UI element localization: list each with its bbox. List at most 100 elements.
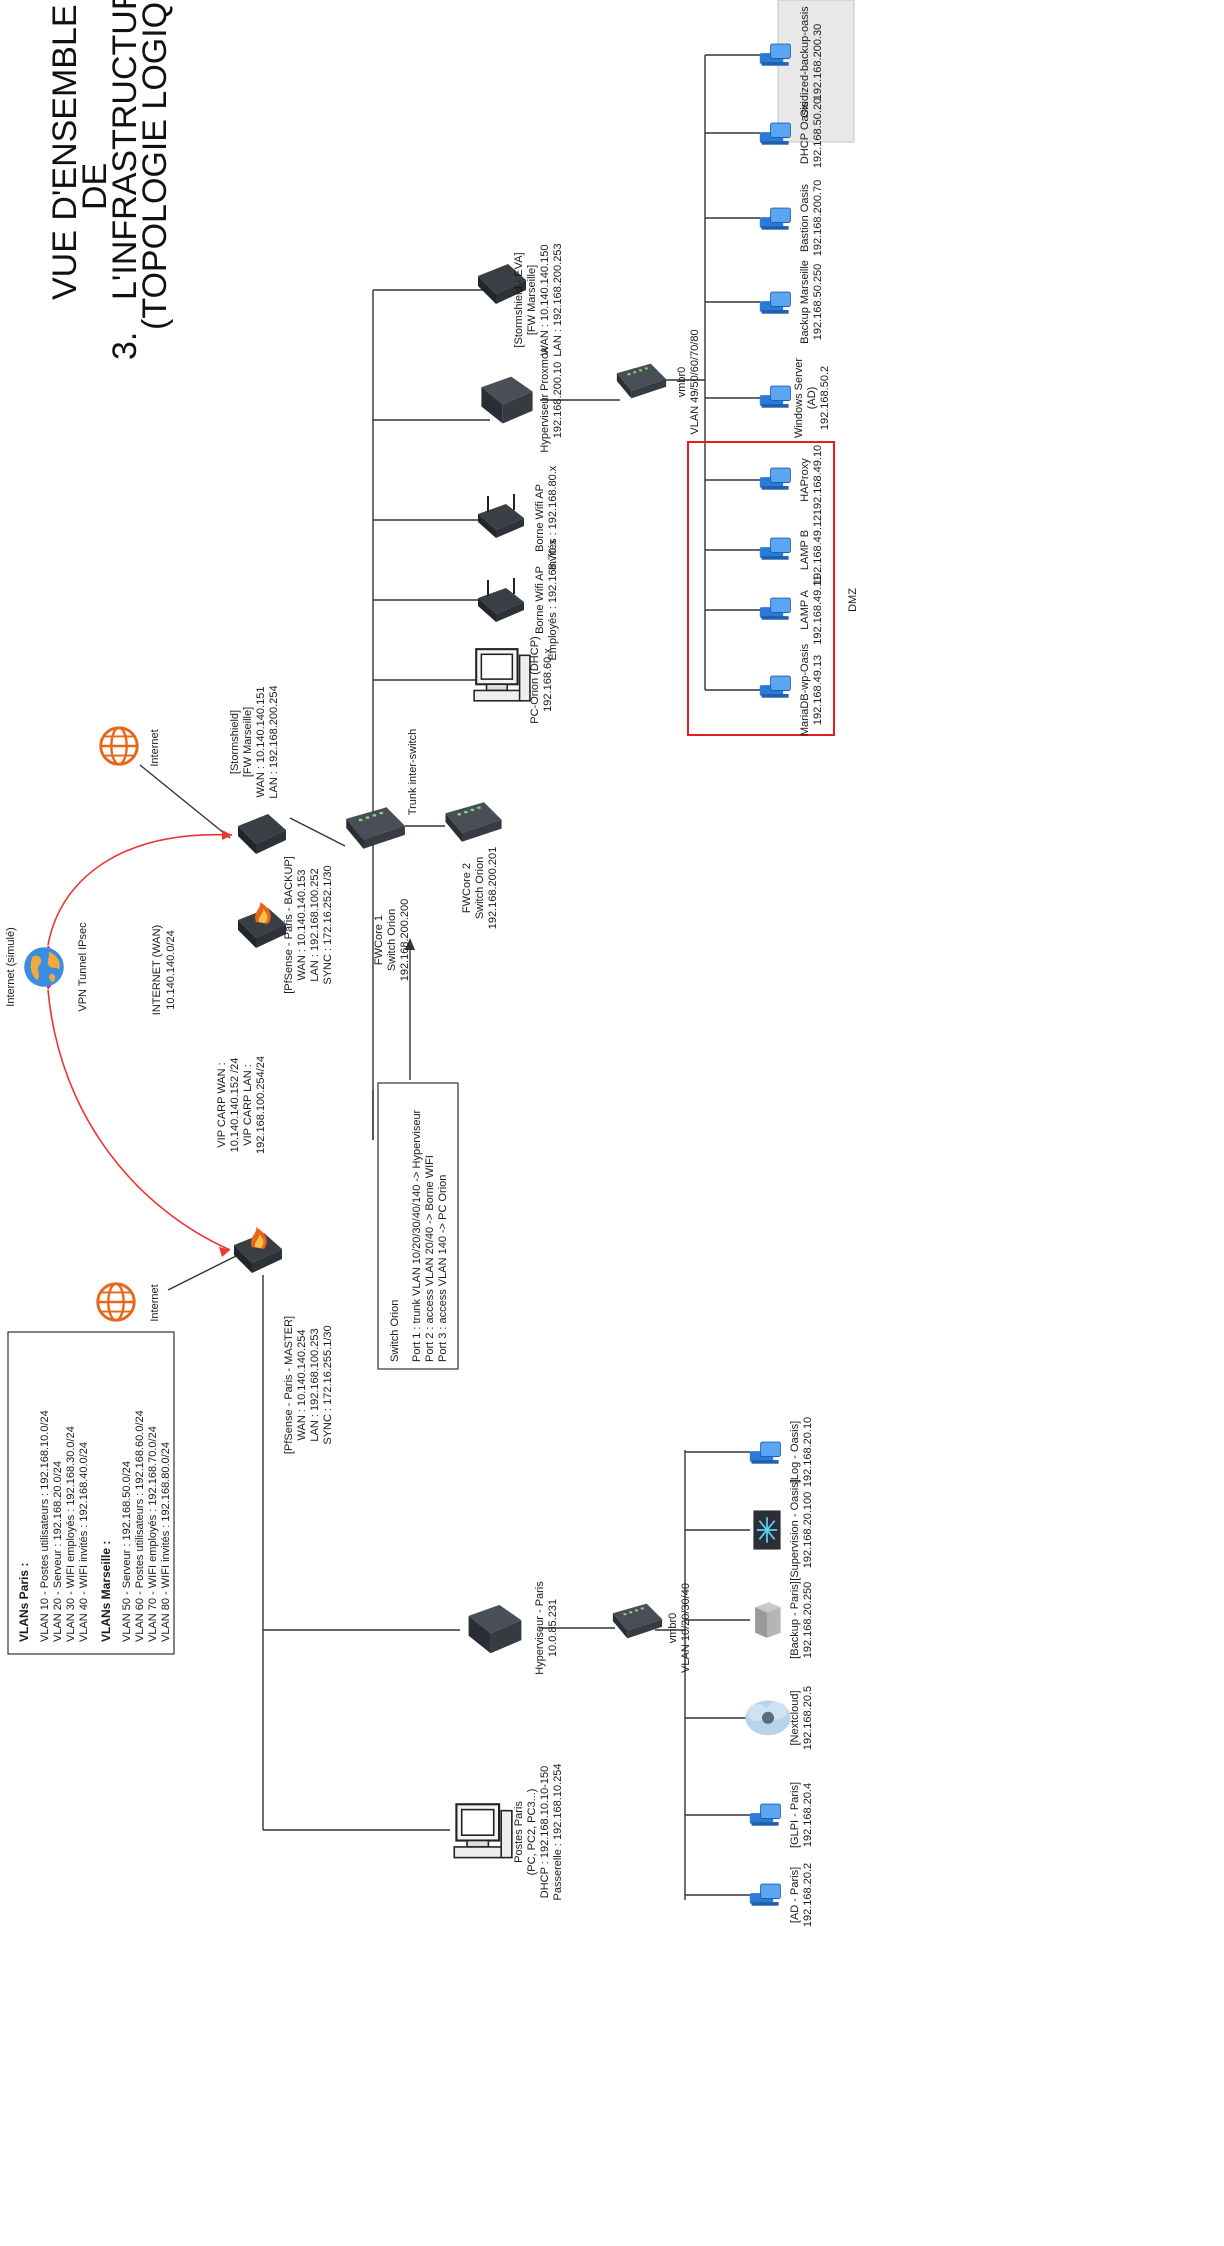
postes-paris-label: Postes Paris (PC, PC2, PC3...) DHCP : 19… (513, 1764, 564, 1901)
pfm-line-2: WAN : 10.140.140.254 (296, 1330, 308, 1441)
vmbr0-paris-icon (613, 1604, 662, 1639)
srv-name: MariaDB-wp-Oasis (799, 643, 811, 736)
backup-server-icon (755, 1602, 781, 1638)
page-title: 3. VUE D'ENSEMBLE DE L'INFRASTRUCTURE (T… (46, 0, 174, 360)
pfb-line-2: WAN : 10.140.140.153 (296, 870, 308, 981)
trunk-label: Trunk inter-switch (407, 729, 419, 815)
srv-name: Backup Marseille (799, 260, 811, 344)
vip-line-3: VIP CARP LAN : (242, 1064, 254, 1146)
server-icon (760, 44, 791, 66)
vlan-paris-item: VLAN 30 - WIFI employés : 192.168.30.0/2… (65, 1426, 77, 1642)
srv-ip: 192.168.20.250 (802, 1582, 814, 1658)
hyp-paris-label: Hyperviseur - Paris 10.0.85.231 (534, 1581, 559, 1675)
sse-line-2: [FW Marseille] (526, 265, 538, 335)
server-label: MariaDB-wp-Oasis 192.168.49.13 (799, 643, 824, 736)
ssm-line-1: [Stormshield] (229, 710, 241, 774)
vlan-marseille-item: VLAN 70 - WIFI employés : 192.168.70.0/2… (147, 1426, 159, 1642)
srv-role: (AD) (806, 387, 818, 410)
stormshield-marseille-label: [Stormshield] [FW Marseille] WAN : 10.14… (229, 685, 280, 798)
pp-line-3: DHCP : 192.168.10.10-150 (539, 1766, 551, 1899)
srv-ip: 192.168.200.30 (812, 24, 824, 100)
srv-name: [Supervision - Oasis] (789, 1479, 801, 1580)
vmbr0-paris-label: vmbr0 VLAN 10/20/30/40 (667, 1583, 692, 1673)
vlan-paris-item: VLAN 20 - Serveur : 192.168.20.0/24 (52, 1461, 64, 1642)
wan-title: INTERNET (WAN) (151, 925, 163, 1015)
sse-line-3: WAN : 10.140.140.150 (539, 245, 551, 356)
paris-servers: [AD - Paris] 192.168.20.2 [GLPI - Paris]… (745, 1417, 814, 1927)
srv-ip: 192.168.200.70 (812, 180, 824, 256)
server-label: [AD - Paris] 192.168.20.2 (789, 1863, 814, 1927)
pfsense-backup-icon (238, 902, 286, 948)
server-icon (760, 123, 791, 145)
server-icon (760, 676, 791, 698)
vip-line-1: VIP CARP WAN : (216, 1062, 228, 1147)
fwcore2-label: FWCore 2 Switch Orion 192.168.200.201 (461, 847, 499, 930)
vlan-paris-item: VLAN 40 - WIFI invités : 192.168.40.0/24 (78, 1442, 90, 1642)
b1-line-1: Borne Wifi AP (534, 566, 546, 634)
fwc1-line-3: 192.168.200.200 (399, 899, 411, 982)
dmz-label: DMZ (847, 588, 859, 612)
switch-box-title: Switch Orion (389, 1300, 401, 1362)
srv-ip: 192.168.50.2 (819, 366, 831, 430)
srv-name: HAProxy (799, 458, 811, 502)
vpn-label: VPN Tunnel IPsec (77, 922, 89, 1012)
pfm-line-4: SYNC : 172.16.255.1/30 (322, 1325, 334, 1444)
hyp-proxmox-label: Hyperviseur Proxmox 192.168.200.10 (539, 347, 564, 453)
borne-wifi-employes-icon (478, 578, 524, 622)
vmbr0-marseille-icon (617, 364, 666, 399)
server-icon (760, 538, 791, 560)
srv-ip: 192.168.20.2 (802, 1863, 814, 1927)
internet-left-label: Internet (149, 1284, 161, 1321)
vip-line-4: 192.168.100.254/24 (255, 1056, 267, 1154)
hpm-line-1: Hyperviseur Proxmox (539, 347, 551, 453)
server-label: Bastion Oasis 192.168.200.70 (799, 180, 824, 256)
server-icon (760, 386, 791, 408)
srv-ip: 192.168.20.100 (802, 1492, 814, 1568)
internet-left-icon (98, 1284, 134, 1320)
wan-label: INTERNET (WAN) 10.140.140.0/24 (151, 925, 177, 1015)
srv-ip: 192.168.49.10 (812, 445, 824, 515)
ssm-line-2: [FW Marseille] (242, 707, 254, 777)
pfm-line-1: [PfSense - Paris - MASTER] (283, 1316, 295, 1454)
vmp-line-1: vmbr0 (667, 1613, 679, 1644)
hp-line-2: 10.0.85.231 (547, 1599, 559, 1657)
hyperviseur-paris-icon (469, 1605, 522, 1653)
ssm-line-4: LAN : 192.168.200.254 (268, 685, 280, 798)
server-label: Windows Server (AD) 192.168.50.2 (793, 358, 831, 438)
server-icon (750, 1804, 781, 1826)
vmbr0-marseille-label: vmbr0 VLAN 49/50/60/70/80 (676, 329, 701, 434)
sse-line-1: [Stormshield - EVA] (513, 252, 525, 347)
pfb-line-1: [PfSense - Paris - BACKUP] (283, 856, 295, 994)
srv-name: Bastion Oasis (799, 184, 811, 252)
srv-ip: 192.168.20.10 (802, 1417, 814, 1487)
fwc2-line-1: FWCore 2 (461, 863, 473, 913)
fwc2-line-2: Switch Orion (474, 857, 486, 919)
srv-ip: 192.168.49.12 (812, 515, 824, 585)
pp-line-1: Postes Paris (513, 1801, 525, 1863)
vmm-line-2: VLAN 49/50/60/70/80 (689, 329, 701, 434)
server-icon (750, 1884, 781, 1906)
server-label: [GLPI - Paris] 192.168.20.4 (789, 1782, 814, 1848)
vlan-paris-title: VLANs Paris : (17, 1563, 31, 1642)
fwcore1-switch-icon (346, 807, 405, 848)
switch-box-port: Port 2 : access VLAN 20/40 -> Borne WIFI (424, 1155, 436, 1362)
server-label: LAMP B 192.168.49.12 (799, 515, 824, 585)
switch-box-port: Port 3 : access VLAN 140 -> PC Orion (437, 1175, 449, 1362)
srv-name: [AD - Paris] (789, 1867, 801, 1923)
pco-line-1: PC-Orion (DHCP) (529, 636, 541, 723)
pfsense-backup-label: [PfSense - Paris - BACKUP] WAN : 10.140.… (283, 856, 334, 994)
srv-name: [Log - Oasis] (789, 1421, 801, 1483)
sse-line-4: LAN : 192.168.200.253 (552, 243, 564, 356)
b2-line-2: Invités : 192.168.80.x (547, 465, 559, 570)
hyperviseur-proxmox-icon (481, 377, 532, 424)
stormshield-eva-label: [Stormshield - EVA] [FW Marseille] WAN :… (513, 243, 564, 356)
srv-ip: 192.168.20.5 (802, 1686, 814, 1750)
vlan-marseille-item: VLAN 80 - WIFI invités : 192.168.80.0/24 (160, 1442, 172, 1642)
hpm-line-2: 192.168.200.10 (552, 362, 564, 438)
ssm-line-3: WAN : 10.140.140.151 (255, 687, 267, 798)
pp-line-2: (PC, PC2, PC3...) (526, 1789, 538, 1876)
srv-ip: 192.168.50.20 (812, 98, 824, 168)
title-line-4: (TOPOLOGIE LOGIQUE) (136, 0, 174, 330)
b2-line-1: Borne Wifi AP (534, 484, 546, 552)
hp-line-1: Hyperviseur - Paris (534, 1581, 546, 1675)
